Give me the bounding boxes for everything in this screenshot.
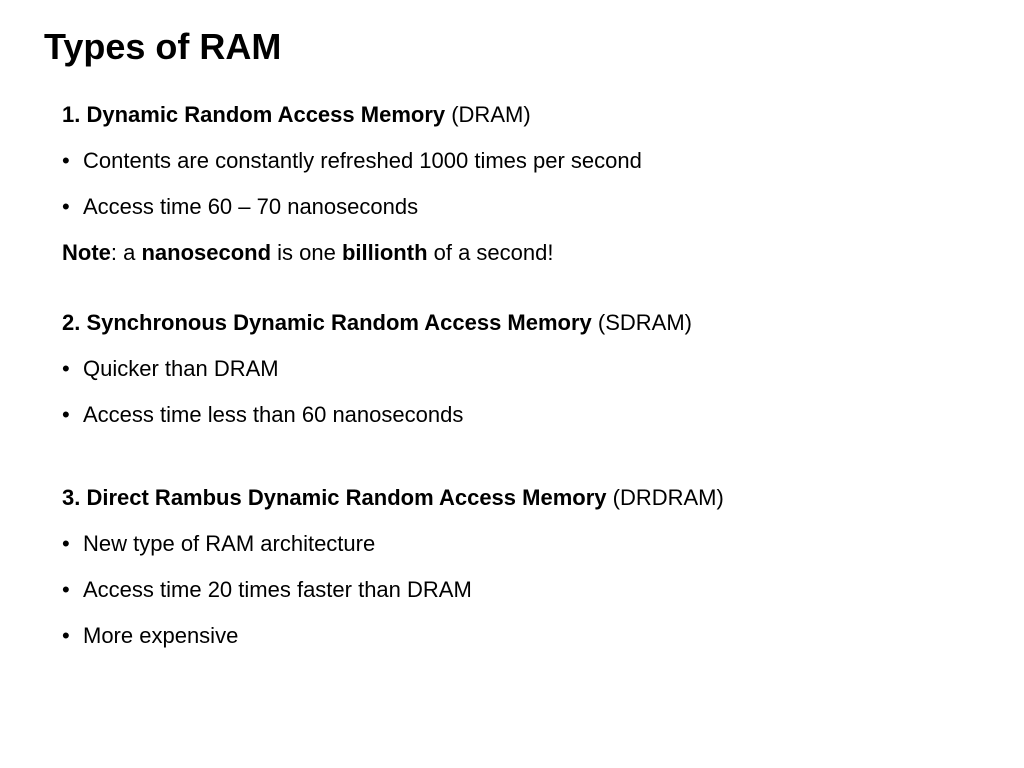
list-item: • Contents are constantly refreshed 1000 … [62, 147, 642, 175]
bullet-icon: • [62, 402, 70, 427]
bullet-icon: • [62, 577, 70, 602]
bullet-icon: • [62, 531, 70, 556]
list-item-text: Access time less than 60 nanoseconds [83, 402, 464, 427]
section-1-heading: 1. Dynamic Random Access Memory (DRAM) [62, 101, 531, 129]
bullet-icon: • [62, 148, 70, 173]
section-3-heading-bold: 3. Direct Rambus Dynamic Random Access M… [62, 485, 607, 510]
slide-title: Types of RAM [44, 26, 282, 67]
note-text: : a [110, 240, 142, 265]
list-item: • Access time 60 – 70 nanoseconds [62, 193, 418, 221]
list-item: • Access time 20 times faster than DRAM [62, 576, 472, 604]
bullet-icon: • [62, 623, 70, 648]
section-3-heading: 3. Direct Rambus Dynamic Random Access M… [62, 484, 724, 512]
section-3-heading-abbr: (DRDRAM) [606, 485, 724, 510]
list-item-text: Contents are constantly refreshed 1000 t… [83, 148, 642, 173]
note-text: is one [271, 240, 342, 265]
list-item-text: More expensive [83, 623, 239, 648]
list-item: • More expensive [62, 622, 238, 650]
note-label: Note [62, 240, 111, 265]
section-1-heading-bold: 1. Dynamic Random Access Memory [62, 102, 446, 127]
nanosecond-note: Note: a nanosecond is one billionth of a… [62, 239, 554, 267]
bullet-icon: • [62, 194, 70, 219]
list-item-text: Access time 20 times faster than DRAM [83, 577, 472, 602]
list-item: • Quicker than DRAM [62, 355, 279, 383]
list-item-text: New type of RAM architecture [83, 531, 376, 556]
note-text: of a second! [427, 240, 554, 265]
list-item: • Access time less than 60 nanoseconds [62, 401, 463, 429]
list-item-text: Access time 60 – 70 nanoseconds [83, 194, 419, 219]
section-1-heading-abbr: (DRAM) [445, 102, 531, 127]
bullet-icon: • [62, 356, 70, 381]
note-emphasis: billionth [341, 240, 428, 265]
section-2-heading-bold: 2. Synchronous Dynamic Random Access Mem… [62, 310, 592, 335]
list-item: • New type of RAM architecture [62, 530, 375, 558]
section-2-heading: 2. Synchronous Dynamic Random Access Mem… [62, 309, 692, 337]
note-term: nanosecond [141, 240, 272, 265]
list-item-text: Quicker than DRAM [83, 356, 279, 381]
section-2-heading-abbr: (SDRAM) [591, 310, 693, 335]
